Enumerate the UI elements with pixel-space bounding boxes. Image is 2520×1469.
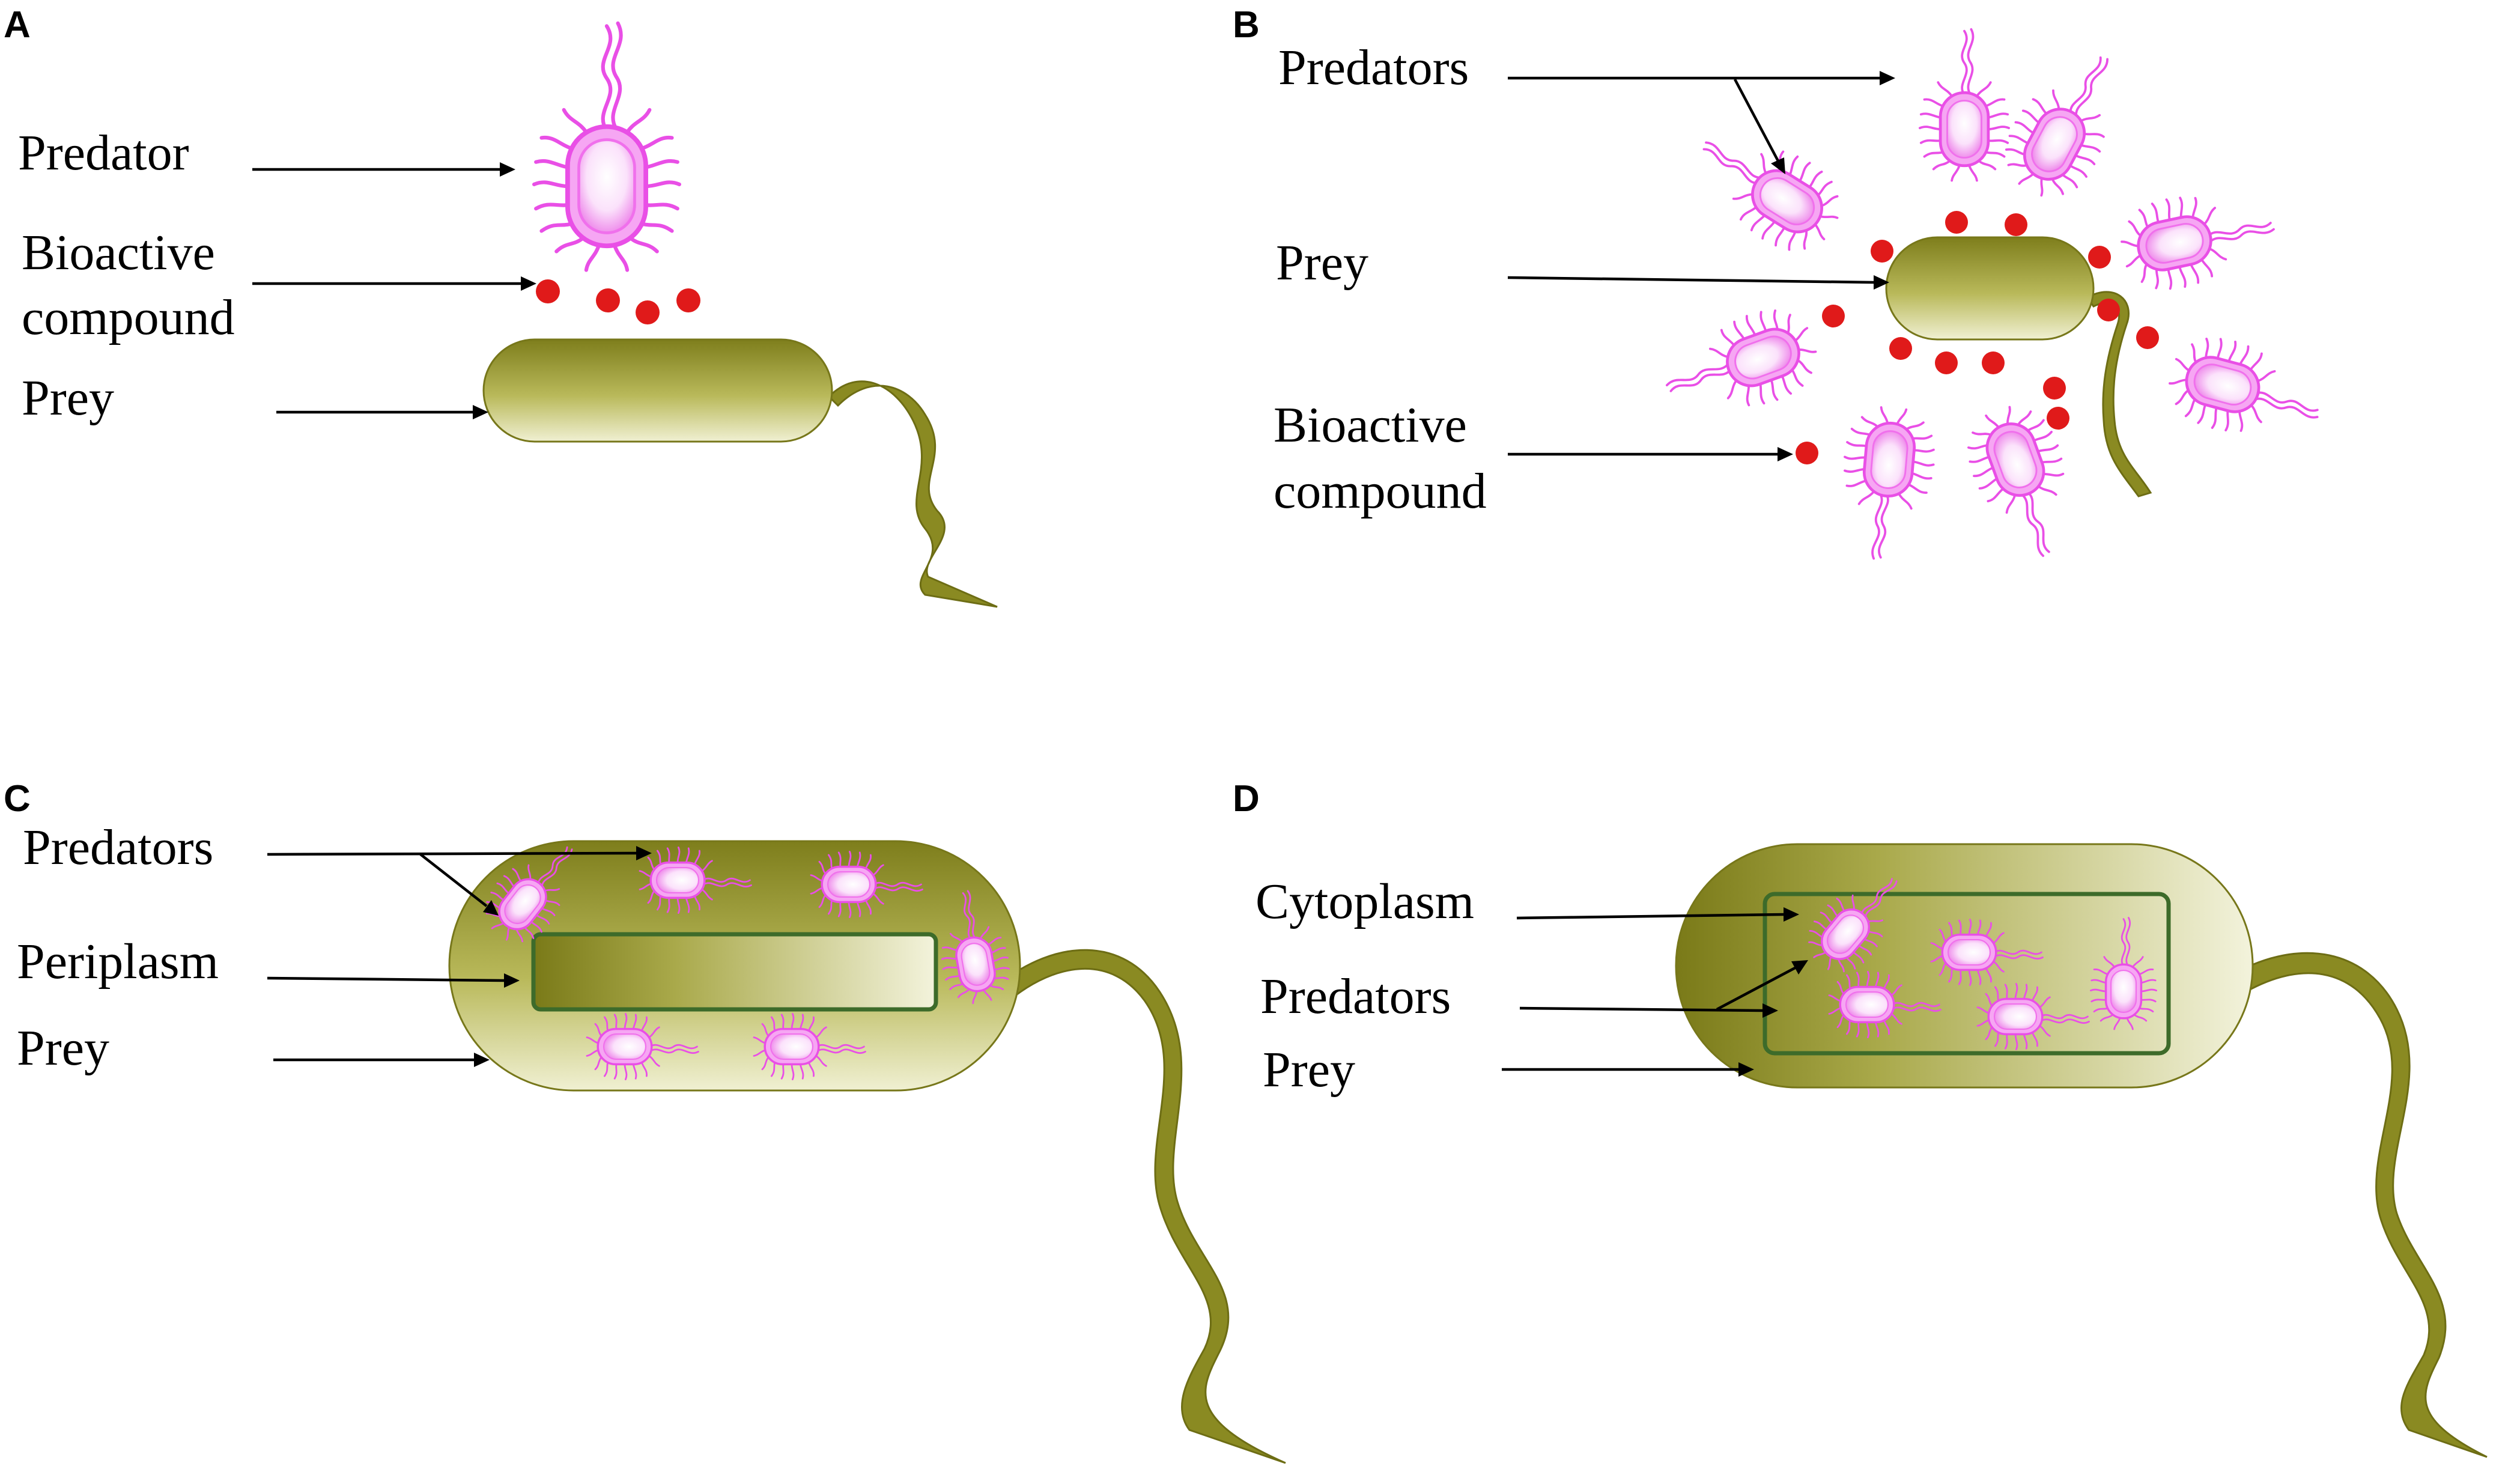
- label-predators-b: Predators: [1278, 40, 1469, 96]
- prey-body-a: [482, 338, 833, 443]
- periplasm-compartment-c: [531, 932, 938, 1012]
- panel-letter-c: C: [4, 778, 31, 820]
- predator-b-7: [1836, 404, 1939, 563]
- prey-cell-b: [1885, 236, 2152, 497]
- cytoplasm-compartment-d: [1762, 892, 2171, 1056]
- predator-b-1: [1920, 29, 2009, 181]
- label-bioactive-b-2: compound: [1274, 463, 1487, 519]
- label-predators-c: Predators: [23, 820, 213, 875]
- predator-b-5: [1654, 298, 1826, 433]
- panel-a: A Predator Bioactive compound Prey: [4, 4, 998, 608]
- predator-a: [534, 23, 679, 270]
- prey-cell-c: [448, 840, 1286, 1464]
- label-prey-a: Prey: [22, 370, 114, 426]
- prey-cell-d: [1675, 843, 2488, 1458]
- label-bioactive-a-1: Bioactive: [22, 225, 215, 281]
- flagellum-a: [827, 380, 998, 608]
- flagellum-b: [2086, 291, 2152, 497]
- bioactive-dots-a: [536, 279, 700, 324]
- label-bioactive-a-2: compound: [22, 290, 235, 345]
- panel-d: D Cytoplasm Predators Prey: [1233, 778, 2488, 1458]
- arrows-a: [252, 162, 536, 419]
- arrows-d: [1502, 907, 1808, 1077]
- panel-letter-d: D: [1233, 778, 1260, 820]
- label-periplasm-c: Periplasm: [17, 934, 219, 990]
- predator-b-4: [2115, 179, 2282, 297]
- predator-b-2: [1991, 35, 2140, 210]
- predator-b-8: [1956, 396, 2091, 568]
- label-prey-d: Prey: [1263, 1042, 1355, 1098]
- bioactive-dots-b: [1796, 211, 2159, 464]
- label-cytoplasm-d: Cytoplasm: [1255, 874, 1474, 929]
- panel-letter-a: A: [4, 4, 31, 46]
- flagellum-d: [2233, 952, 2488, 1458]
- panel-letter-b: B: [1233, 4, 1260, 46]
- predator-b-3: [1679, 111, 1854, 266]
- label-prey-b: Prey: [1276, 235, 1368, 291]
- prey-cell-a: [482, 338, 998, 608]
- prey-body-b: [1885, 236, 2095, 341]
- label-predator-a: Predator: [18, 125, 189, 181]
- label-predators-d: Predators: [1260, 969, 1451, 1024]
- panel-c: C Predators Periplasm Prey: [4, 778, 1286, 1464]
- label-prey-c: Prey: [17, 1020, 109, 1076]
- flagellum-c: [995, 949, 1286, 1464]
- arrows-b: [1507, 71, 1895, 461]
- panel-b: B: [1233, 4, 2331, 569]
- predator-b-6: [2161, 328, 2331, 453]
- label-bioactive-b-1: Bioactive: [1274, 397, 1467, 453]
- arrows-c: [267, 846, 652, 1067]
